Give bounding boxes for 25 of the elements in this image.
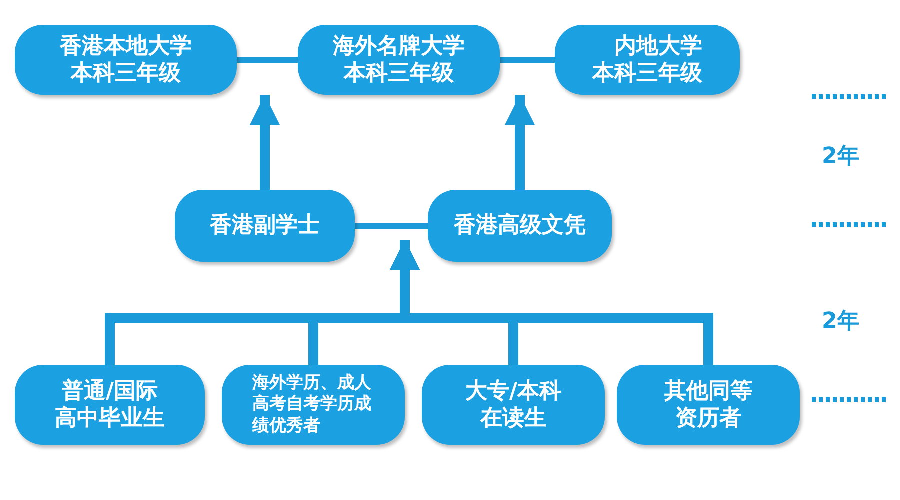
stage-box — [298, 25, 500, 95]
stage-label: 内地大学本科三年级 — [591, 32, 704, 88]
stage-box — [15, 365, 205, 445]
stage-label: 香港本地大学本科三年级 — [58, 32, 193, 88]
stage-label: 大专/本科在读生 — [464, 378, 563, 432]
connector-line — [500, 57, 555, 63]
stage-label: 香港高级文凭 — [454, 212, 586, 240]
stage-label: 其他同等资历者 — [664, 378, 754, 432]
stage-label: 普通/国际高中毕业生 — [54, 378, 166, 432]
stage-label: 香港副学士 — [210, 212, 320, 240]
stage-box — [422, 365, 605, 445]
stage-box — [222, 365, 405, 445]
arrow — [250, 95, 280, 190]
stage-box — [175, 190, 355, 262]
arrow — [505, 95, 535, 190]
stage-label: 海外名牌大学本科三年级 — [332, 32, 466, 88]
stage-box — [15, 25, 237, 95]
stage-label: 海外学历、成人高考自考学历成绩优秀者 — [252, 373, 372, 437]
stage-box — [617, 365, 800, 445]
stage-box — [428, 190, 612, 262]
connector-line — [237, 57, 298, 63]
duration-label: 2年 — [822, 308, 860, 336]
stage-box — [555, 25, 740, 95]
duration-label: 2年 — [822, 143, 860, 171]
connector-line — [355, 223, 428, 229]
